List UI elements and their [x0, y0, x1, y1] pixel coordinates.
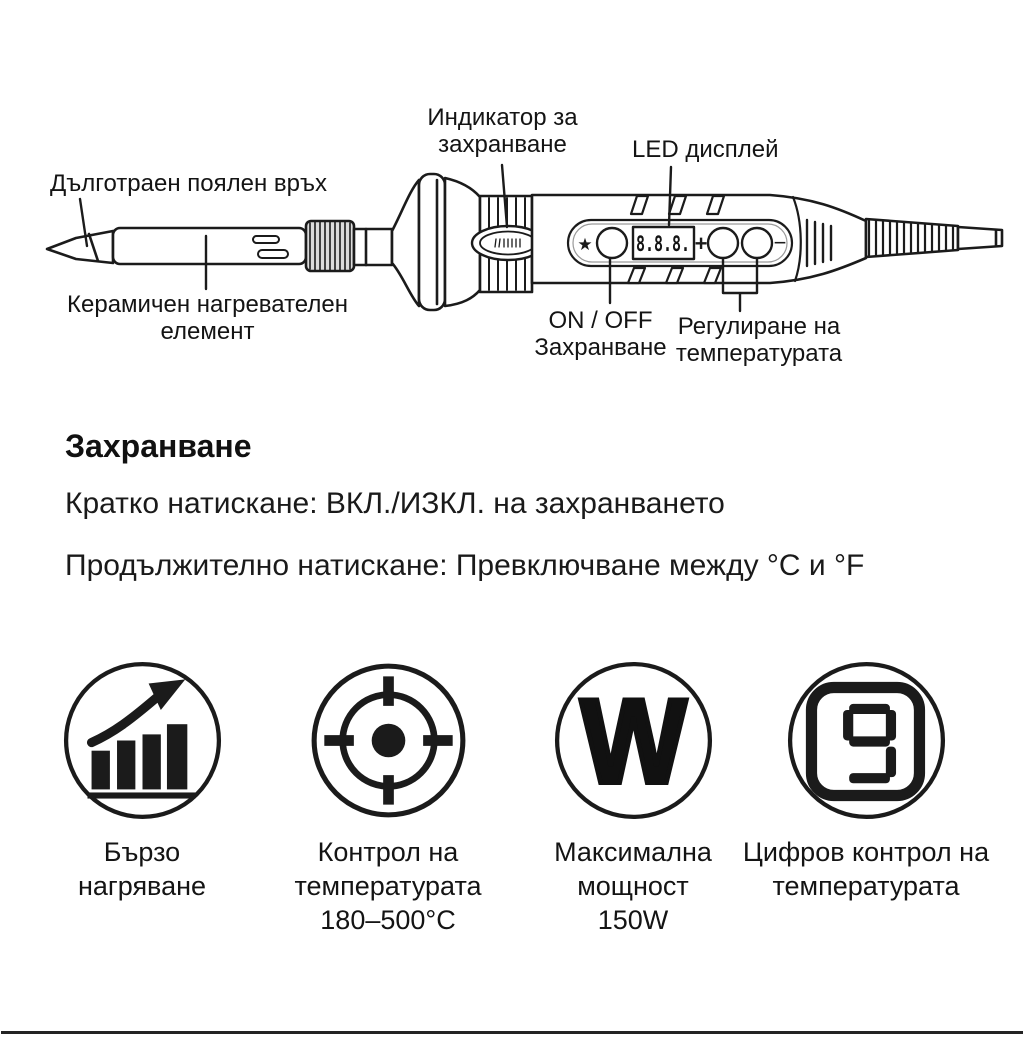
grip-rib	[629, 194, 650, 216]
feature-label-line: 150W	[597, 905, 669, 935]
power-section-heading: Захранване	[65, 428, 252, 464]
strain-relief	[864, 217, 960, 259]
feature-label-line: Бързо	[103, 837, 181, 867]
temperature-control-label: Контрол на температурата 180–500°C	[268, 835, 508, 937]
power-indicator-label: Индикатор за захранване	[400, 104, 605, 158]
short-press-text: Кратко натискане: ВКЛ./ИЗКЛ. на захранва…	[65, 487, 725, 520]
tip-leader	[78, 197, 89, 248]
feature-label-line: Максимална	[554, 837, 712, 867]
max-power-label: Максимална мощност 150W	[513, 835, 753, 937]
led-display-label: LED дисплей	[632, 136, 779, 163]
star-icon: ★	[577, 235, 592, 254]
feature-label-line: температурата	[294, 871, 482, 901]
temp-adjust-label-line1: Регулиране на	[677, 313, 841, 340]
temp-adjust-label-line2: температурата	[675, 340, 843, 367]
bottom-divider	[1, 1031, 1023, 1034]
max-power-icon: W	[554, 661, 713, 820]
temp-adjust-label: Регулиране на температурата	[658, 313, 860, 367]
grip-rib	[664, 266, 685, 285]
plus-sign: +	[695, 231, 708, 256]
indicator-ring	[470, 194, 546, 294]
fast-heating-label: Бързо нагряване	[42, 835, 242, 903]
seven-segment-digit-icon	[805, 681, 926, 802]
feature-label-line: мощност	[577, 871, 689, 901]
heater-label: Керамичен нагревателен елемент	[55, 291, 360, 345]
fast-heating-icon	[63, 661, 222, 820]
power-button-label: ON / OFF Захранване	[518, 307, 683, 361]
feature-label-line: 180–500°C	[320, 905, 456, 935]
feature-label-line: Цифров контрол на	[742, 837, 990, 867]
power-indicator-leader	[500, 163, 509, 229]
minus-sign: −	[774, 230, 787, 255]
temp-adjust-bracket	[721, 257, 759, 313]
feature-label-line: температурата	[772, 871, 960, 901]
power-cable	[956, 225, 1004, 251]
led-display	[631, 225, 696, 261]
tip-label: Дълготраен поялен връх	[50, 170, 327, 197]
power-button-label-line2: Захранване	[534, 334, 667, 361]
digital-temp-control-label: Цифров контрол на температурата	[711, 835, 1021, 903]
on-off-button	[595, 226, 629, 260]
soldering-iron-diagram: ★ 8.8.8. + −	[45, 163, 1004, 313]
digital-temp-control-icon	[787, 661, 946, 820]
power-indicator-label-line1: Индикатор за	[427, 104, 578, 131]
long-press-text: Продължително натискане: Превключване ме…	[65, 549, 865, 582]
grip-rib	[705, 194, 726, 216]
temp-up-button	[706, 226, 740, 260]
grip-rib	[626, 266, 647, 285]
bar-chart-arrow-icon	[86, 679, 196, 799]
crosshair-target-icon	[311, 663, 466, 818]
display-panel	[566, 218, 794, 268]
led-value: 8.8.8.	[636, 232, 690, 256]
leader-lines	[78, 163, 759, 313]
tip-nut	[304, 219, 356, 273]
feature-label-line: нагряване	[77, 871, 207, 901]
led-leader	[667, 165, 673, 227]
watt-letter: W	[581, 674, 687, 808]
heater-label-line1: Керамичен нагревателен	[67, 291, 348, 318]
temp-down-button	[740, 226, 774, 260]
power-button-label-line1: ON / OFF	[548, 307, 653, 334]
grip-rib	[667, 194, 688, 216]
power-indicator-label-line2: захранване	[438, 131, 567, 158]
iron-barrel	[111, 226, 308, 266]
temperature-control-icon	[311, 663, 466, 818]
feature-label-line: Контрол на	[317, 837, 459, 867]
iron-neck	[352, 227, 394, 267]
heater-label-line2: елемент	[160, 318, 255, 345]
grip-rib	[702, 266, 723, 285]
iron-tip	[45, 229, 115, 265]
handle-bell	[390, 172, 482, 312]
